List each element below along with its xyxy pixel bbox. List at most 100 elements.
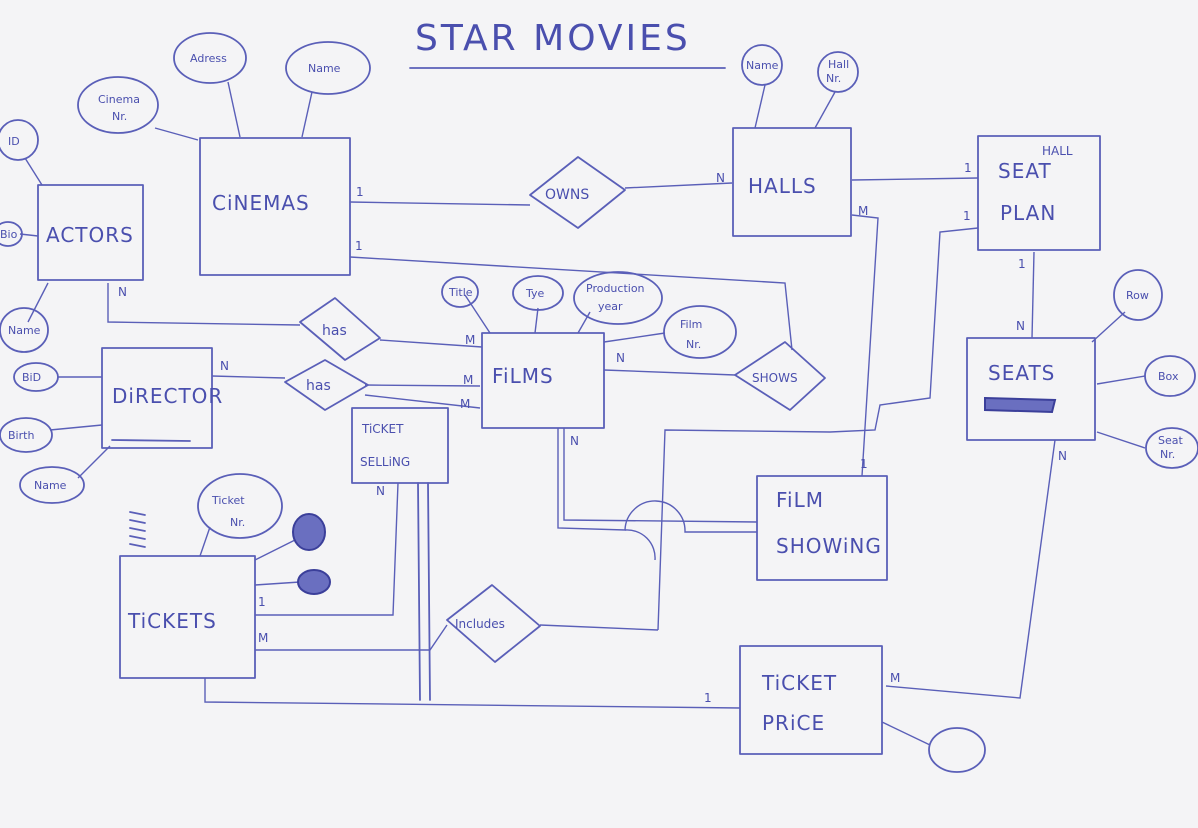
attribute-cinema-name-text: Name (308, 62, 341, 75)
entity-actors-label: ACTORS (46, 223, 134, 247)
entity-seat-plan-hall: HALL (1042, 144, 1073, 158)
attribute-hall-nr-line2: Nr. (826, 72, 841, 85)
attribute-seat-row: Row (1113, 269, 1163, 321)
attribute-cinema-nr-line2: Nr. (112, 110, 127, 123)
attribute-actor-name-text: Name (8, 324, 41, 337)
relationship-shows-label: SHOWS (752, 371, 798, 385)
attribute-director-name-text: Name (34, 479, 67, 492)
relationship-shows: SHOWS (734, 341, 826, 411)
card-seatplan-seats: 1 (1018, 257, 1026, 271)
entity-ticket-selling: TiCKET SELLiNG (351, 407, 449, 484)
attribute-director-birth: Birth (0, 417, 53, 453)
card-directors-has: N (220, 359, 229, 373)
card-filmshowing-top: 1 (860, 457, 868, 471)
attribute-hall-nr-line1: Hall (828, 58, 849, 71)
entity-halls-label: HALLS (748, 174, 817, 198)
card-has-films-mid: M (463, 373, 473, 387)
card-seatplan-left: 1 (963, 209, 971, 223)
entity-films-label: FiLMS (492, 364, 554, 388)
attribute-director-id: BiD (13, 362, 59, 392)
entity-seat-plan-line2: PLAN (1000, 201, 1056, 225)
attribute-seat-box: Box (1144, 355, 1196, 397)
card-seats-bottom: N (1058, 449, 1067, 463)
entity-halls: HALLS (732, 127, 852, 237)
attribute-seat-nr-line2: Nr. (1160, 448, 1175, 461)
attribute-ticket-nr-line1: Ticket (211, 494, 245, 507)
relationship-has-directors-label: has (306, 378, 331, 394)
attribute-director-birth-text: Birth (8, 429, 34, 442)
card-seats-top: N (1016, 319, 1025, 333)
entity-tickets: TiCKETS (119, 511, 256, 679)
attribute-cinema-nr-line1: Cinema (98, 93, 140, 106)
attribute-cinema-nr: Cinema Nr. (77, 76, 159, 134)
attribute-ticket-nr: Ticket Nr. (197, 473, 283, 539)
attribute-film-nr-line1: Film (680, 318, 702, 331)
attribute-film-nr: Film Nr. (663, 305, 737, 359)
entity-ticket-price-line1: TiCKET (761, 671, 837, 695)
entity-ticket-selling-line1: TiCKET (361, 422, 404, 436)
card-cinemas-owns: 1 (356, 185, 364, 199)
attribute-actor-bio: Bio (0, 221, 23, 247)
entity-film-showing-line2: SHOWiNG (776, 534, 882, 558)
entity-film-showing: FiLM SHOWiNG (756, 475, 888, 581)
attribute-seat-nr-line1: Seat (1158, 434, 1183, 447)
relationship-has-actors: has (299, 297, 381, 361)
attribute-ticket-nr-line2: Nr. (230, 516, 245, 529)
card-cinemas-films: 1 (355, 239, 363, 253)
connection-lines (19, 81, 1146, 746)
attribute-film-year-line1: Production (586, 282, 645, 295)
entity-cinemas-label: CiNEMAS (212, 191, 310, 215)
entity-directors-label: DiRECTOR (112, 384, 223, 408)
attribute-film-nr-line2: Nr. (686, 338, 701, 351)
card-halls-seatplan: 1 (964, 161, 972, 175)
card-films-bottom: N (570, 434, 579, 448)
attribute-film-type-text: Tye (525, 287, 545, 300)
card-films-shows: N (616, 351, 625, 365)
card-tickets-selling: 1 (258, 595, 266, 609)
entity-seats: SEATS (966, 337, 1096, 441)
attribute-film-type: Tye (512, 275, 564, 311)
card-tickets-includes: M (258, 631, 268, 645)
entity-seat-plan: HALL SEAT PLAN (977, 135, 1101, 251)
entity-actors: ACTORS (37, 184, 144, 281)
attribute-seat-box-text: Box (1158, 370, 1179, 383)
attribute-film-title: Title (441, 276, 479, 308)
attribute-cinema-address-text: Adress (190, 52, 227, 65)
attribute-actor-id: ID (0, 119, 39, 161)
entity-directors: DiRECTOR (101, 347, 223, 449)
attribute-film-year-line2: year (598, 300, 623, 313)
attribute-actor-bio-text: Bio (0, 228, 18, 241)
entity-tickets-label: TiCKETS (127, 609, 217, 633)
attribute-hall-name: Name (741, 44, 783, 86)
relationship-owns-label: OWNS (545, 187, 589, 203)
entity-cinemas: CiNEMAS (199, 137, 351, 276)
card-owns-halls: N (716, 171, 725, 185)
entity-ticket-price-line2: PRiCE (762, 711, 825, 735)
entity-seats-label: SEATS (988, 361, 1055, 385)
card-ticketselling-bottom: N (376, 484, 385, 498)
attribute-cinema-address: Adress (173, 32, 247, 84)
relationship-has-directors: has (284, 359, 369, 411)
cardinality-labels: 1 N 1 1 M 1 1 N N N M N M M N N 1 N 1 M … (118, 161, 1067, 705)
entity-ticket-price: TiCKET PRiCE (739, 645, 883, 755)
attribute-seat-row-text: Row (1126, 289, 1149, 302)
relationship-includes: Includes (446, 584, 541, 663)
attribute-actor-id-text: ID (8, 135, 20, 148)
entity-seat-plan-line1: SEAT (998, 159, 1052, 183)
attribute-director-name: Name (19, 466, 85, 504)
card-has-films-low: M (460, 397, 470, 411)
diagram-title: STAR MOVIES (415, 18, 691, 59)
relationship-owns: OWNS (529, 156, 626, 229)
attribute-hall-nr: Hall Nr. (817, 51, 859, 93)
entity-films: FiLMS (481, 332, 605, 429)
attribute-seat-nr: Seat Nr. (1145, 427, 1198, 469)
card-actors-has: N (118, 285, 127, 299)
attribute-hall-name-text: Name (746, 59, 779, 72)
card-ticketprice-left: 1 (704, 691, 712, 705)
attribute-actor-name: Name (0, 307, 49, 353)
scribbled-attributes (292, 513, 986, 773)
entity-film-showing-line1: FiLM (776, 488, 824, 512)
card-has-films-top: M (465, 333, 475, 347)
relationship-has-actors-label: has (322, 323, 347, 339)
